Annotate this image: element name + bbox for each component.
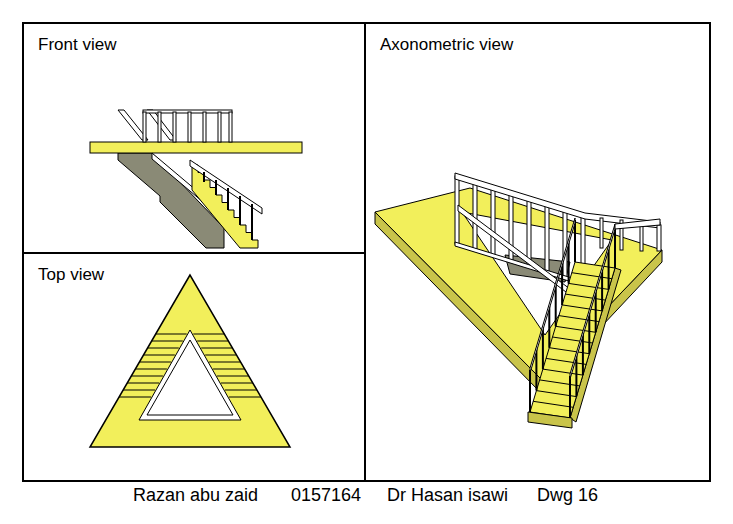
- baluster: [215, 180, 217, 195]
- baluster: [657, 225, 661, 251]
- footer-text: Razan abu zaid: [133, 485, 258, 507]
- baluster: [530, 220, 615, 418]
- landing-slab: [375, 188, 662, 378]
- stair-flight: [192, 165, 258, 248]
- axonometric-drawing: [375, 173, 662, 428]
- baluster: [158, 112, 161, 142]
- panel-title: Front view: [38, 35, 350, 55]
- footer-text: Dwg 16: [537, 485, 598, 507]
- panel-title: Axonometric view: [380, 35, 695, 55]
- footer-text: 0157164: [291, 485, 361, 507]
- baluster: [563, 209, 567, 277]
- footer-text: Dr Hasan isawi: [387, 485, 508, 507]
- view-panel: Front view: [22, 22, 366, 254]
- baluster: [527, 198, 531, 266]
- baluster: [203, 172, 205, 182]
- panel-title: Top view: [38, 265, 350, 285]
- view-panel: Axonometric view: [364, 22, 711, 482]
- view-panel: Top view: [22, 252, 366, 482]
- stair-plan: [90, 275, 290, 447]
- baluster: [600, 218, 603, 248]
- baluster: [143, 112, 146, 142]
- stair-treads: [119, 334, 261, 397]
- baluster: [239, 196, 241, 225]
- handrail: [530, 218, 575, 373]
- landing-slab: [90, 142, 302, 153]
- baluster: [227, 188, 229, 210]
- baluster: [545, 203, 549, 271]
- baluster: [173, 112, 176, 142]
- stair-well: [147, 340, 233, 415]
- baluster: [491, 187, 495, 255]
- handrail: [458, 205, 578, 301]
- bottom-step: [528, 412, 572, 428]
- baluster: [229, 112, 232, 142]
- baluster: [473, 181, 477, 249]
- railing-outline: [139, 330, 241, 420]
- front-view-drawing: [90, 110, 302, 248]
- baluster: [203, 112, 206, 142]
- handrail: [570, 224, 615, 379]
- baluster: [251, 204, 253, 240]
- stair-treads: [533, 273, 612, 408]
- baluster: [218, 112, 221, 142]
- top-view-drawing: [90, 275, 290, 447]
- handrail: [615, 219, 660, 229]
- handrail: [455, 173, 660, 228]
- baluster: [188, 112, 191, 142]
